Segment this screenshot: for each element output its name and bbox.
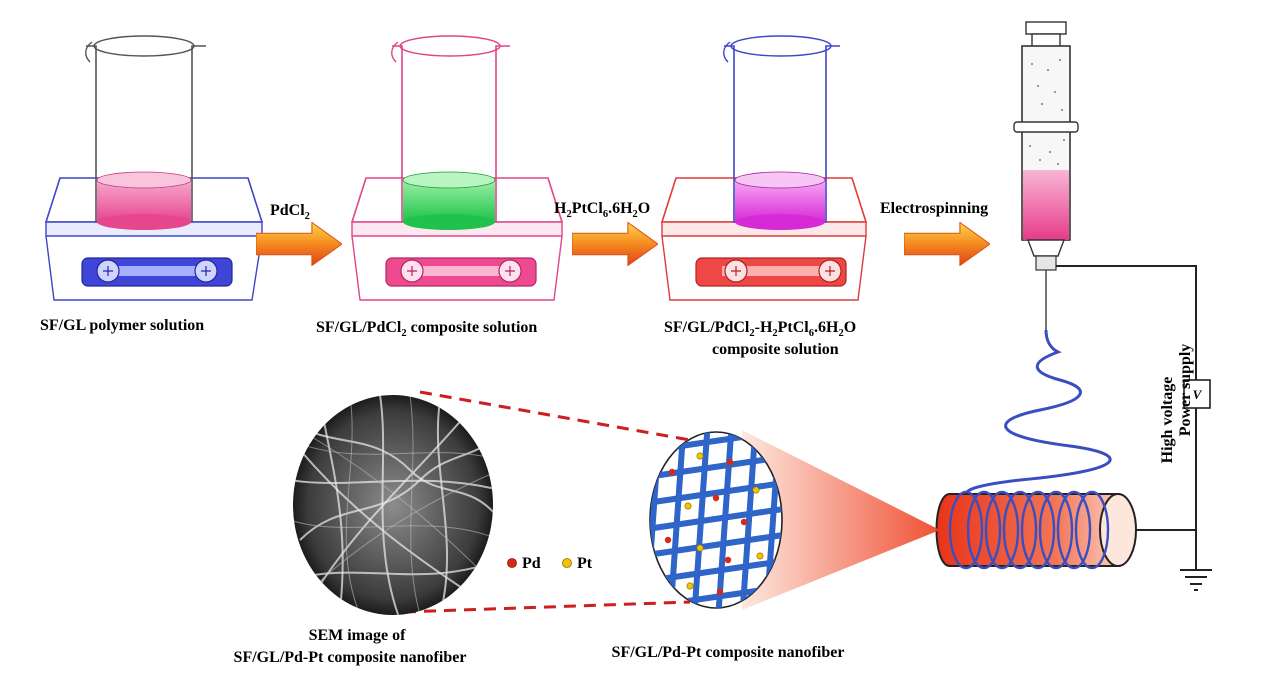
arrow-2-label: H2PtCl6.6H2O [554, 200, 650, 220]
power-supply-circuit [1056, 265, 1212, 591]
syringe [1013, 21, 1079, 330]
arrow-2 [572, 222, 658, 266]
arrow-3 [904, 222, 990, 266]
fiber-windings [948, 490, 1110, 570]
nanofiber-caption: SF/GL/Pd-Pt composite nanofiber [612, 644, 845, 661]
arrow-3-label: Electrospinning [880, 200, 988, 217]
step-3-caption-line2: composite solution [712, 341, 839, 358]
pt-legend-icon [562, 558, 572, 568]
power-supply-label-line2: Power supply [1177, 344, 1194, 437]
zoom-line-top [419, 390, 691, 442]
step-2-caption: SF/GL/PdCl2 composite solution [316, 319, 537, 339]
pd-legend-label: Pd [522, 555, 541, 572]
beaker-2 [391, 35, 510, 230]
sem-caption-line1: SEM image of [309, 627, 407, 644]
fiber-jet-spiral [964, 329, 1112, 514]
collector-drum [935, 493, 1137, 567]
pt-legend-label: Pt [577, 555, 593, 572]
sem-caption-line2: SF/GL/Pd-Pt composite nanofiber [234, 649, 467, 666]
arrow-1 [256, 222, 342, 266]
sem-image [293, 395, 493, 615]
syringe-particles [1029, 59, 1065, 165]
step-3-caption-line1: SF/GL/PdCl2-H2PtCl6.6H2O [664, 319, 856, 339]
pd-legend-icon [507, 558, 517, 568]
step-1-caption: SF/GL polymer solution [40, 317, 204, 334]
zoom-line-bottom [403, 600, 691, 614]
beaker-1 [85, 35, 206, 230]
beaker-3 [723, 35, 840, 230]
voltmeter-label: V [1193, 387, 1203, 402]
magnification-cone [742, 430, 940, 610]
arrow-1-label: PdCl2 [270, 202, 310, 222]
power-supply-label-line1: High voltage [1159, 377, 1176, 464]
